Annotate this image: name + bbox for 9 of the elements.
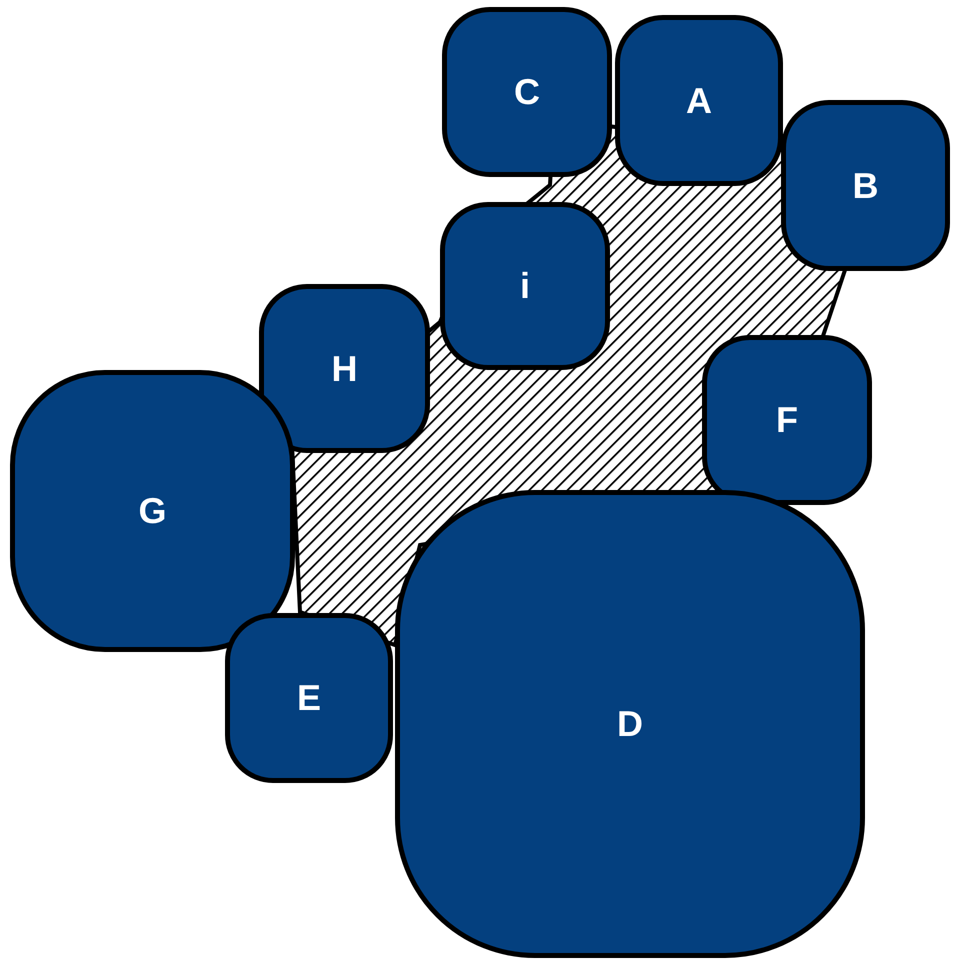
node-label: A [686,80,712,122]
node-label: i [520,265,530,307]
node-label: E [296,677,321,719]
node-label: B [852,164,878,206]
node-label: D [617,703,643,745]
node-label: G [138,490,166,532]
node-label: H [332,348,358,390]
node-label: F [776,399,798,441]
node-label: C [514,71,540,113]
